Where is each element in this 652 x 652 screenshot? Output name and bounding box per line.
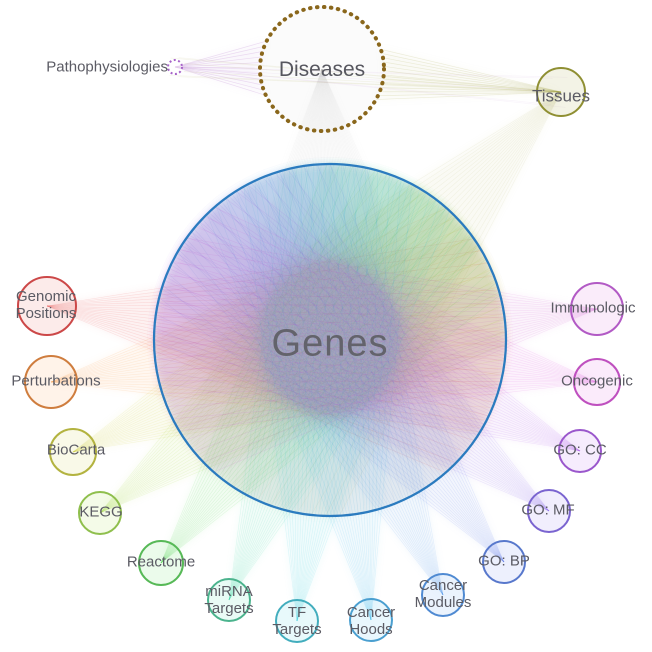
node-circles xyxy=(17,5,624,643)
fan-cancer-modules xyxy=(177,164,444,595)
node-circle-oncogenic[interactable] xyxy=(573,358,621,406)
node-label-pathophysiologies[interactable]: Pathophysiologies xyxy=(46,58,168,76)
fan-tissues-diseases xyxy=(375,49,561,100)
fan-oncogenic xyxy=(154,207,598,431)
node-label-tf-targets[interactable]: TF Targets xyxy=(272,604,322,638)
node-circle-reactome[interactable] xyxy=(138,540,184,586)
fan-go-bp xyxy=(159,164,505,562)
fan-cancer-hoods xyxy=(207,164,412,620)
fan-reactome xyxy=(161,164,501,563)
node-circle-go-cc[interactable] xyxy=(558,429,602,473)
fan-kegg xyxy=(100,170,506,514)
node-label-reactome[interactable]: Reactome xyxy=(126,553,196,571)
node-label-cancer-hoods[interactable]: Cancer Hoods xyxy=(346,604,396,638)
fan-mirna-targets xyxy=(229,164,478,600)
edge-bundles xyxy=(46,40,598,622)
fan-diseases xyxy=(185,69,481,516)
node-circle-perturbations[interactable] xyxy=(24,355,78,409)
node-circle-genes[interactable] xyxy=(152,162,508,518)
fan-biocarta xyxy=(73,185,506,453)
node-circle-genomic-positions[interactable] xyxy=(17,276,77,336)
node-label-genes[interactable]: Genes xyxy=(271,322,389,365)
node-circle-kegg[interactable] xyxy=(78,491,122,535)
fan-genomic-positions xyxy=(47,238,506,473)
node-label-immunologic[interactable]: Immunologic xyxy=(550,299,636,317)
fan-tissues xyxy=(154,92,562,516)
node-label-genomic-positions[interactable]: Genomic Positions xyxy=(15,288,77,322)
node-circle-cancer-hoods[interactable] xyxy=(349,598,393,642)
fan-pathophysiologies-diseases xyxy=(175,41,267,96)
node-circle-go-mf[interactable] xyxy=(527,489,571,533)
node-label-biocarta[interactable]: BioCarta xyxy=(46,441,106,459)
fan-tf-targets xyxy=(243,164,450,621)
node-circle-biocarta[interactable] xyxy=(49,428,97,476)
node-circle-go-bp[interactable] xyxy=(482,540,526,584)
node-label-oncogenic[interactable]: Oncogenic xyxy=(561,372,633,390)
fan-immunologic xyxy=(154,238,598,473)
node-circle-mirna-targets[interactable] xyxy=(207,578,251,622)
node-circle-pathophysiologies[interactable] xyxy=(167,59,183,75)
node-label-kegg[interactable]: KEGG xyxy=(79,503,123,521)
node-label-tissues[interactable]: Tissues xyxy=(532,86,590,106)
node-label-cancer-modules[interactable]: Cancer Modules xyxy=(414,577,472,611)
node-circle-immunologic[interactable] xyxy=(570,282,624,336)
node-circle-diseases[interactable] xyxy=(258,5,386,133)
node-label-go-mf[interactable]: GO: MF xyxy=(521,501,575,519)
node-label-go-cc[interactable]: GO: CC xyxy=(553,441,607,459)
fan-go-cc xyxy=(154,184,580,451)
node-circle-tf-targets[interactable] xyxy=(275,599,319,643)
node-circle-cancer-modules[interactable] xyxy=(421,573,465,617)
node-circle-tissues[interactable] xyxy=(536,67,586,117)
node-label-diseases[interactable]: Diseases xyxy=(278,58,366,82)
node-label-mirna-targets[interactable]: miRNA Targets xyxy=(204,583,254,617)
node-label-go-bp[interactable]: GO: BP xyxy=(478,552,530,570)
node-label-perturbations[interactable]: Perturbations xyxy=(11,372,101,390)
fan-go-mf xyxy=(154,169,549,511)
fan-perturbations xyxy=(51,208,506,432)
